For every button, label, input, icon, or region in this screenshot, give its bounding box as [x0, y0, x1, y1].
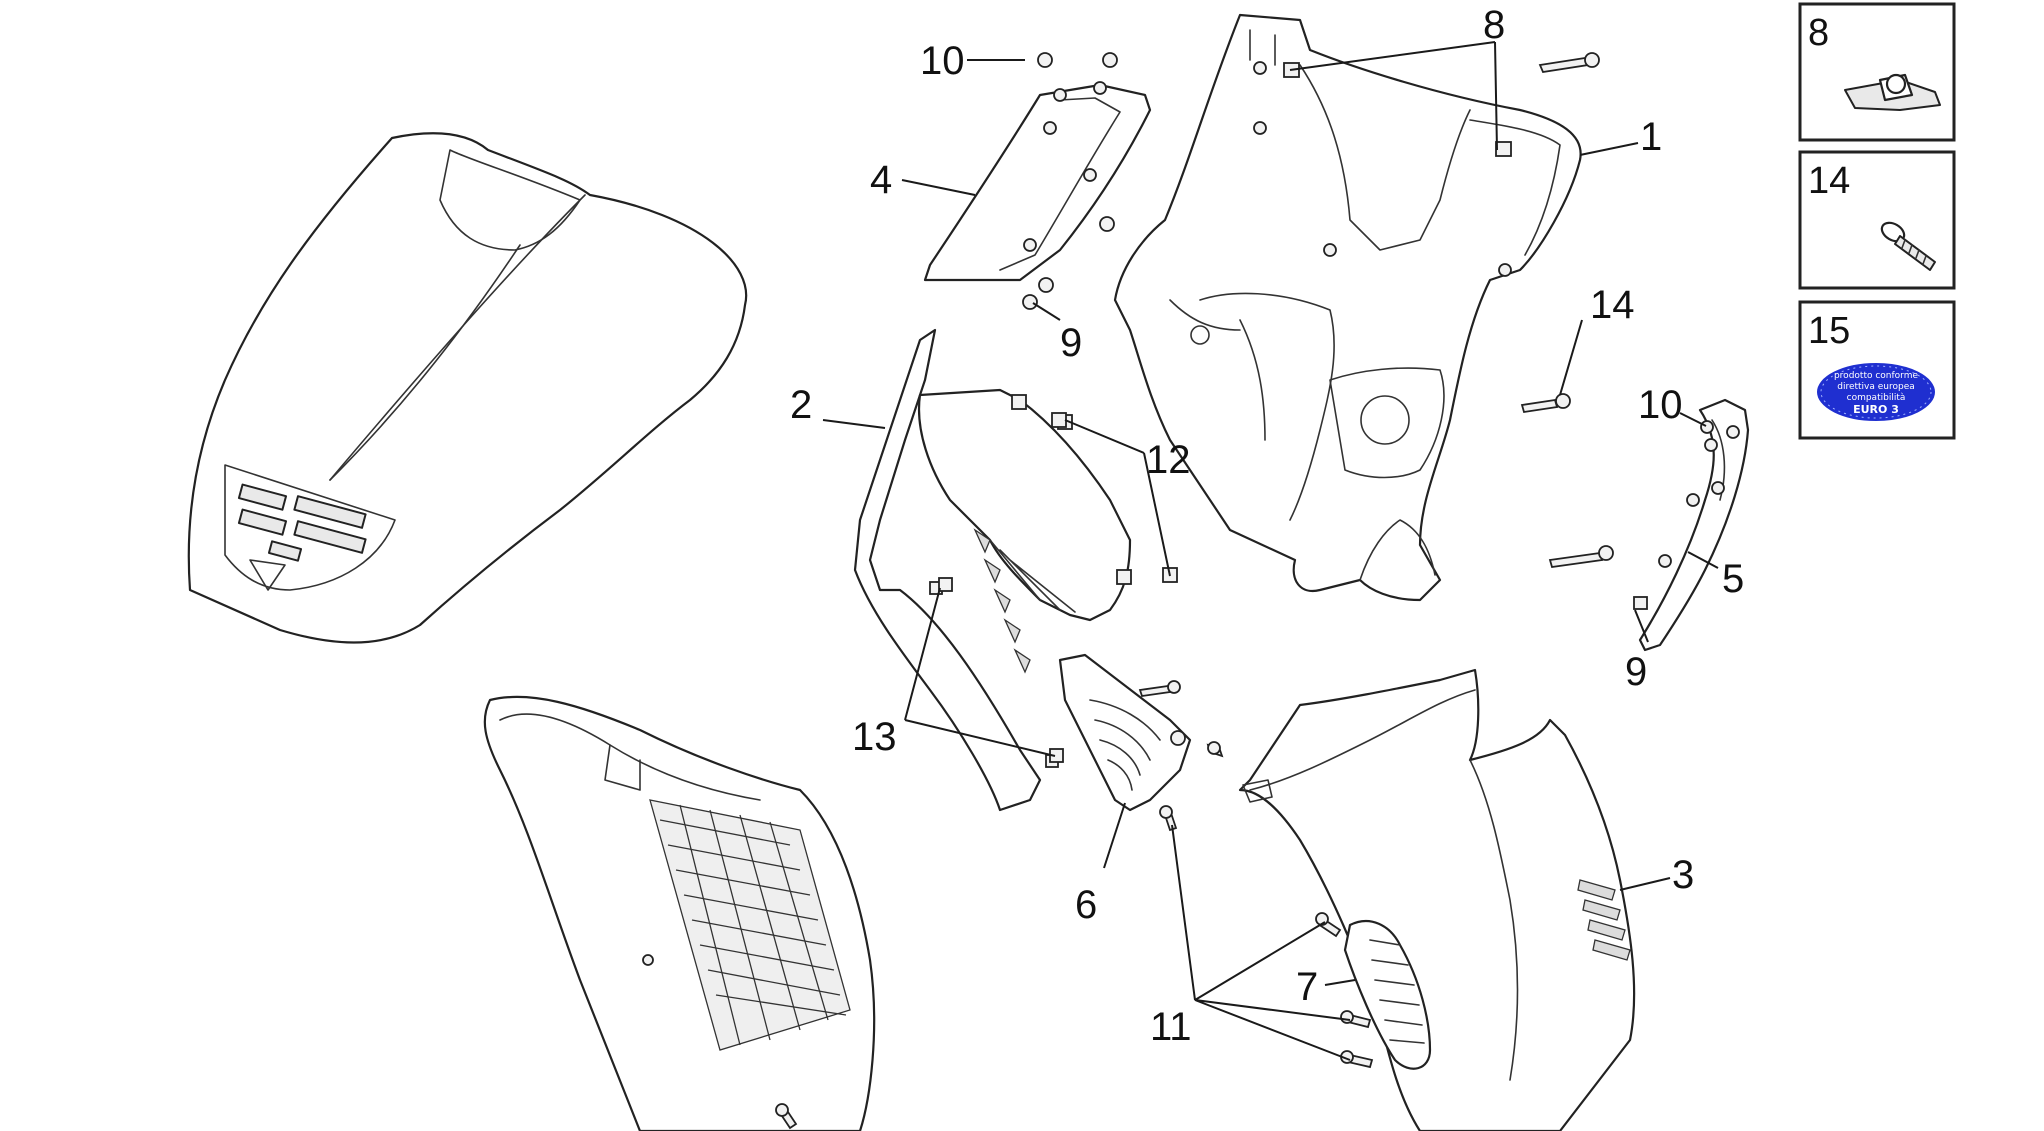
inset-14-label: 14	[1808, 160, 1850, 202]
callout-7: 7	[1296, 965, 1318, 1009]
callout-4: 4	[870, 158, 892, 202]
callout-numbers: 1 2 3 4 5 6 7 8 9 9 10 10 11 12 13 14	[790, 3, 1744, 1049]
callout-5: 5	[1722, 557, 1744, 601]
inset-fastener-clip: 8	[1798, 2, 1956, 142]
part-4-panel	[923, 81, 1152, 282]
front-shield-part	[187, 132, 748, 644]
leader-lines	[822, 41, 1719, 1061]
part-1-inner-shield	[1113, 13, 1582, 602]
inset-15-label: 15	[1808, 310, 1850, 352]
inset-8-label: 8	[1808, 12, 1829, 54]
part-6-vent	[1058, 653, 1192, 812]
part-2-side-panel	[853, 328, 1132, 812]
callout-12: 12	[1146, 438, 1191, 482]
euro-badge-line-1: prodotto conforme	[1834, 371, 1919, 381]
callout-11: 11	[1150, 1005, 1192, 1049]
callout-10-left: 10	[920, 39, 965, 83]
callout-8: 8	[1483, 3, 1505, 47]
inset-euro-badge: 15 prodotto conforme direttiva europea c…	[1798, 300, 1956, 440]
part-3-lower-cover	[1238, 668, 1636, 1131]
euro-badge-oval	[1815, 361, 1937, 423]
callout-2: 2	[790, 383, 812, 427]
callout-3: 3	[1672, 853, 1694, 897]
part-7-vent	[1343, 920, 1432, 1070]
euro-badge-line-3: compatibilità	[1847, 393, 1906, 403]
callout-14: 14	[1590, 283, 1635, 327]
part-5-trim	[1638, 398, 1750, 652]
leg-shield-grille	[649, 799, 851, 1051]
euro-badge-title: EURO 3	[1853, 403, 1899, 416]
inset-screw: 14	[1798, 150, 1956, 290]
callout-6: 6	[1075, 883, 1097, 927]
euro-badge-line-2: direttiva europea	[1837, 382, 1915, 392]
callout-13: 13	[852, 715, 897, 759]
leg-shield-part	[483, 695, 876, 1131]
callout-9-right: 9	[1625, 650, 1647, 694]
callout-1: 1	[1640, 115, 1662, 159]
callout-9-left: 9	[1060, 321, 1082, 365]
callout-10-right: 10	[1638, 383, 1683, 427]
